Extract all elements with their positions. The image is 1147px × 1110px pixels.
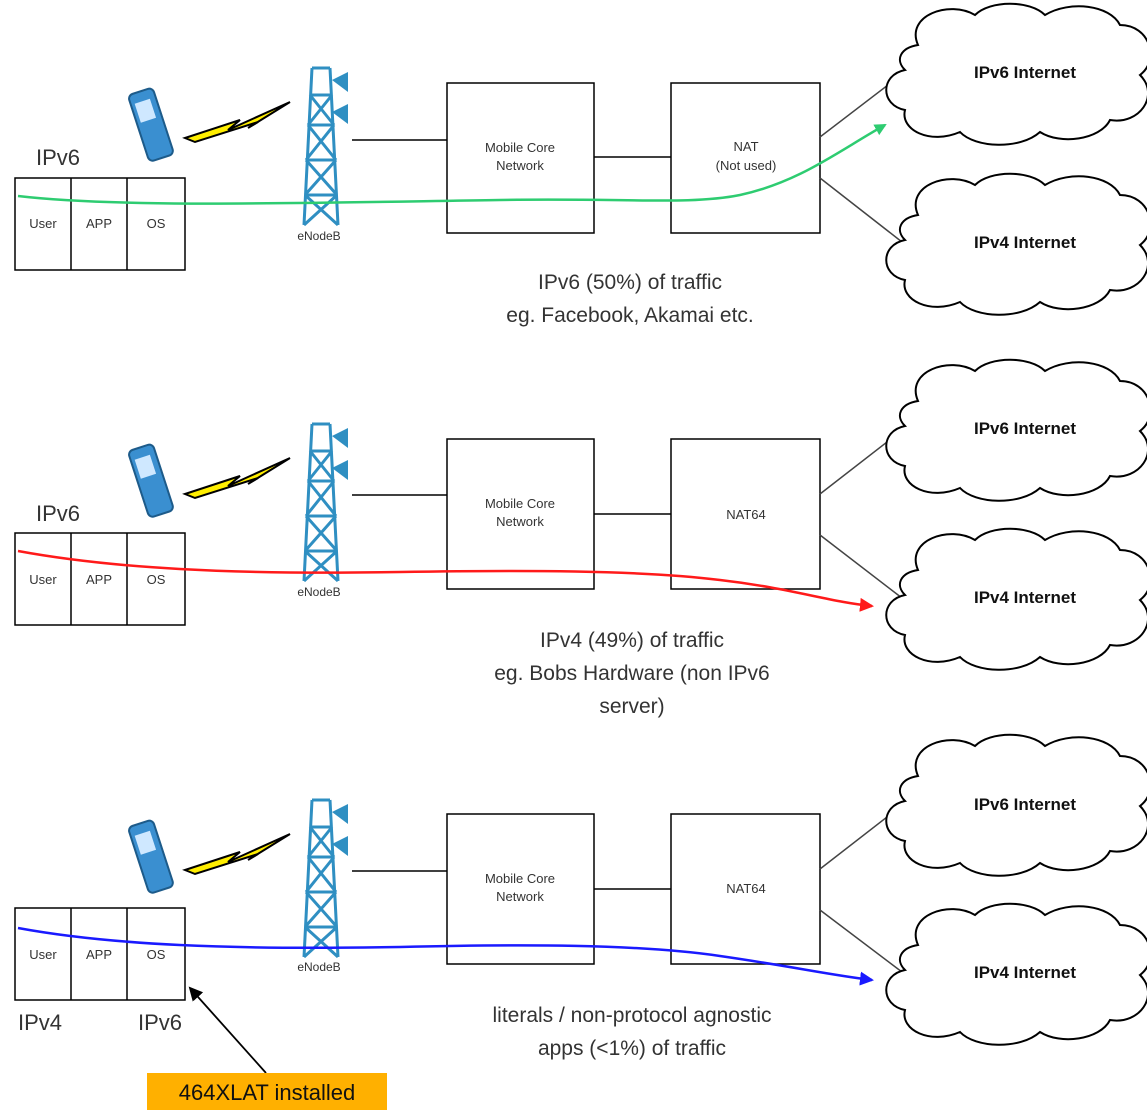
- caption-line1: IPv4 (49%) of traffic: [540, 629, 724, 652]
- enodeb-label: eNodeB: [297, 229, 340, 243]
- core-label-line2: Network: [496, 158, 544, 173]
- ipv6-internet-cloud: IPv6 Internet: [885, 358, 1147, 502]
- stack-app: APP: [86, 572, 112, 587]
- caption-line2: eg. Bobs Hardware (non IPv6: [494, 662, 769, 685]
- ipv4-internet-cloud: IPv4 Internet: [885, 172, 1147, 316]
- host-ipv4-label: IPv4: [18, 1010, 62, 1035]
- cloud-label: IPv6 Internet: [974, 419, 1076, 438]
- xlat-badge: [147, 1073, 387, 1110]
- ipv4-flow-arrow: [17, 549, 874, 612]
- nat-label: NAT64: [726, 881, 766, 896]
- nat-box: [670, 82, 821, 234]
- lightning-icon: [182, 833, 291, 876]
- core-label-line1: Mobile Core: [485, 496, 555, 511]
- stack-app: APP: [86, 216, 112, 231]
- core-label-line1: Mobile Core: [485, 140, 555, 155]
- stack-os: OS: [147, 947, 166, 962]
- panel-ipv4: IPv6 User APP OS eNodeB Mobile Core Netw…: [14, 358, 1147, 718]
- nat64-box: [670, 438, 821, 590]
- panel-464xlat: User APP OS IPv4 IPv6 eNodeB Mobile Core…: [14, 733, 1147, 1110]
- core-label-line2: Network: [496, 889, 544, 904]
- stack-user: User: [29, 216, 57, 231]
- ipv4-internet-cloud: IPv4 Internet: [885, 527, 1147, 671]
- enodeb-tower-icon: [302, 422, 348, 583]
- stack-user: User: [29, 572, 57, 587]
- phone-icon: [128, 87, 174, 162]
- mobile-core-box: [446, 82, 595, 234]
- enodeb-label: eNodeB: [297, 585, 340, 599]
- host-stack: User APP OS: [14, 907, 186, 1001]
- stack-os: OS: [147, 572, 166, 587]
- mobile-core-box: [446, 813, 595, 965]
- stack-app: APP: [86, 947, 112, 962]
- cloud-label: IPv4 Internet: [974, 588, 1076, 607]
- caption-line2: apps (<1%) of traffic: [538, 1037, 726, 1060]
- phone-icon: [128, 443, 174, 518]
- nat64-box: [670, 813, 821, 965]
- nat-label-line2: (Not used): [716, 158, 777, 173]
- host-stack: User APP OS: [14, 532, 186, 626]
- host-ip-label: IPv6: [36, 501, 80, 526]
- core-label-line1: Mobile Core: [485, 871, 555, 886]
- caption-line3: server): [599, 695, 664, 718]
- stack-os: OS: [147, 216, 166, 231]
- host-ipv6-label: IPv6: [138, 1010, 182, 1035]
- ipv6-internet-cloud: IPv6 Internet: [885, 2, 1147, 146]
- host-stack: User APP OS: [14, 177, 186, 271]
- host-ip-label: IPv6: [36, 145, 80, 170]
- caption-line2: eg. Facebook, Akamai etc.: [506, 304, 753, 327]
- xlat-badge-label: 464XLAT installed: [179, 1080, 356, 1105]
- ipv4-internet-cloud: IPv4 Internet: [885, 902, 1147, 1046]
- ipv6-flow-arrow: [17, 123, 887, 205]
- nat-label-line1: NAT: [733, 139, 758, 154]
- ipv6-internet-cloud: IPv6 Internet: [885, 733, 1147, 877]
- enodeb-tower-icon: [302, 66, 348, 227]
- nat-label: NAT64: [726, 507, 766, 522]
- core-label-line2: Network: [496, 514, 544, 529]
- lightning-icon: [182, 457, 291, 500]
- panel-ipv6: IPv6 User APP OS eNodeB Mobile Core Netw…: [14, 2, 1147, 327]
- xlat-flow-arrow: [17, 926, 874, 986]
- enodeb-tower-icon: [302, 798, 348, 959]
- callout-arrow: [188, 986, 267, 1074]
- phone-icon: [128, 819, 174, 894]
- mobile-core-box: [446, 438, 595, 590]
- stack-user: User: [29, 947, 57, 962]
- cloud-label: IPv6 Internet: [974, 795, 1076, 814]
- enodeb-label: eNodeB: [297, 960, 340, 974]
- cloud-label: IPv4 Internet: [974, 963, 1076, 982]
- lightning-icon: [182, 101, 291, 144]
- cloud-label: IPv4 Internet: [974, 233, 1076, 252]
- cloud-label: IPv6 Internet: [974, 63, 1076, 82]
- caption-line1: IPv6 (50%) of traffic: [538, 271, 722, 294]
- caption-line1: literals / non-protocol agnostic: [493, 1004, 772, 1027]
